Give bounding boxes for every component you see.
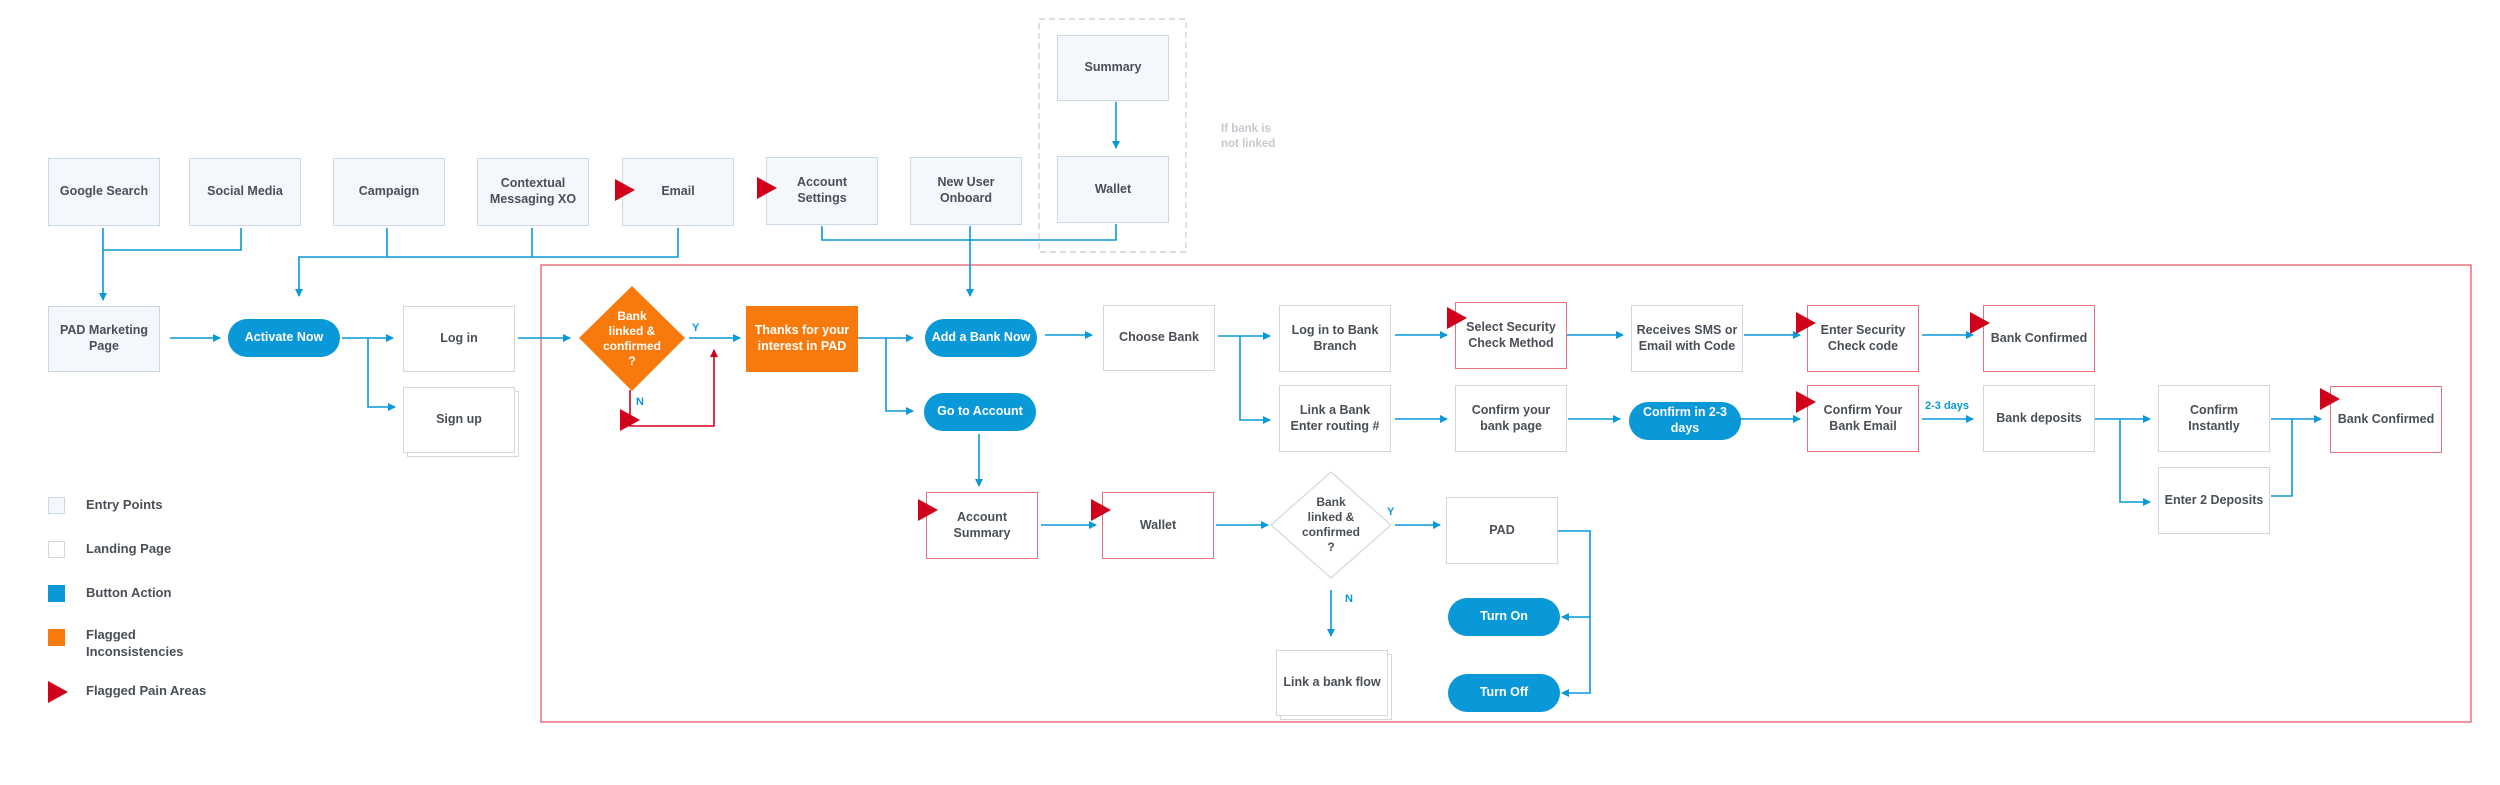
bank-confirmed-page-2: Bank Confirmed bbox=[2330, 386, 2442, 453]
bank-deposits-page: Bank deposits bbox=[1983, 385, 2095, 452]
legend-flagged-inconsistencies: Flagged Inconsistencies bbox=[86, 627, 184, 659]
legend-flagged-pain-areas: Flagged Pain Areas bbox=[86, 683, 207, 698]
wire-choose-link-bank bbox=[1239, 336, 1271, 424]
wire-account-settings bbox=[821, 224, 1117, 241]
legend-button-action: Button Action bbox=[86, 585, 172, 600]
legend-swatch-inconsistencies bbox=[48, 629, 65, 646]
wire-decision-no-loop bbox=[629, 349, 718, 427]
enter-2-deposits-page: Enter 2 Deposits bbox=[2158, 467, 2270, 534]
thanks-for-interest-page: Thanks for your interest in PAD bbox=[746, 306, 858, 372]
wire-thanks-goto bbox=[885, 338, 914, 415]
pain-flag-icon bbox=[1796, 391, 1816, 413]
pain-flag-icon bbox=[918, 499, 938, 521]
log-in-page: Log in bbox=[403, 306, 515, 372]
go-to-account-button[interactable]: Go to Account bbox=[924, 393, 1036, 431]
wire-email-activate bbox=[295, 228, 679, 297]
no-label-2: N bbox=[1345, 593, 1353, 605]
sign-up-page: Sign up bbox=[403, 387, 515, 453]
wire-enter2-confirmed bbox=[2271, 419, 2293, 497]
wire-pad-turnoff bbox=[1561, 617, 1591, 697]
legend-swatch-button bbox=[48, 585, 65, 602]
wire-social-marketing bbox=[103, 228, 242, 251]
pain-flag-icon bbox=[757, 177, 777, 199]
receives-sms-page: Receives SMS or Email with Code bbox=[1631, 305, 1743, 372]
pain-flag-icon bbox=[620, 409, 640, 431]
confirm-in-days-button[interactable]: Confirm in 2-3 days bbox=[1629, 402, 1741, 440]
confirm-instantly-page: Confirm Instantly bbox=[2158, 385, 2270, 452]
pain-flag-icon bbox=[615, 179, 635, 201]
pain-flag-icon bbox=[1447, 307, 1467, 329]
campaign-entry: Campaign bbox=[333, 158, 445, 226]
link-a-bank-routing-page: Link a Bank Enter routing # bbox=[1279, 385, 1391, 452]
if-bank-not-linked-note: If bank is not linked bbox=[1221, 123, 1276, 150]
enter-security-code-page: Enter Security Check code bbox=[1807, 305, 1919, 372]
unlinked-group-frame bbox=[1038, 18, 1187, 253]
log-in-to-bank-branch-page: Log in to Bank Branch bbox=[1279, 305, 1391, 372]
turn-off-button[interactable]: Turn Off bbox=[1448, 674, 1560, 712]
social-media-entry: Social Media bbox=[189, 158, 301, 226]
pain-flag-icon bbox=[1091, 499, 1111, 521]
wallet-page: Wallet bbox=[1102, 492, 1214, 559]
link-a-bank-flow-page: Link a bank flow bbox=[1276, 650, 1388, 716]
legend-pain-flag-icon bbox=[48, 681, 68, 703]
legend-landing-page: Landing Page bbox=[86, 541, 172, 556]
new-user-onboard-entry: New User Onboard bbox=[910, 157, 1022, 225]
yes-label-1: Y bbox=[692, 322, 700, 334]
decision-text-1: Bank linked & confirmed ? bbox=[602, 309, 661, 368]
decision-text-2: Bank linked & confirmed ? bbox=[1301, 495, 1360, 554]
wire-deposits-enter2 bbox=[2119, 419, 2151, 506]
wire-activate-signup bbox=[367, 338, 396, 411]
yes-label-2: Y bbox=[1387, 506, 1395, 518]
wallet-entry: Wallet bbox=[1057, 156, 1169, 223]
activate-now-button[interactable]: Activate Now bbox=[228, 319, 340, 357]
account-settings-entry: Account Settings bbox=[766, 157, 878, 225]
pain-flag-icon bbox=[1970, 312, 1990, 334]
legend-swatch-landing bbox=[48, 541, 65, 558]
contextual-messaging-entry: Contextual Messaging XO bbox=[477, 158, 589, 226]
pad-marketing-page: PAD Marketing Page bbox=[48, 306, 160, 372]
add-a-bank-now-button[interactable]: Add a Bank Now bbox=[925, 319, 1037, 357]
pain-flag-icon bbox=[2320, 388, 2340, 410]
wire-pad-turnon bbox=[1557, 530, 1591, 621]
scope-frame bbox=[540, 264, 2472, 723]
account-summary-page: Account Summary bbox=[926, 492, 1038, 559]
legend-entry-points: Entry Points bbox=[86, 497, 163, 512]
select-security-check-page: Select Security Check Method bbox=[1455, 302, 1567, 369]
decision-diamond-1 bbox=[579, 286, 685, 391]
choose-bank-page: Choose Bank bbox=[1103, 305, 1215, 371]
confirm-your-bank-email-page: Confirm Your Bank Email bbox=[1807, 385, 1919, 452]
decision-diamond-2 bbox=[1270, 471, 1392, 579]
legend-swatch-entry bbox=[48, 497, 65, 514]
email-entry: Email bbox=[622, 158, 734, 226]
summary-entry: Summary bbox=[1057, 35, 1169, 101]
pad-page: PAD bbox=[1446, 497, 1558, 564]
google-search-entry: Google Search bbox=[48, 158, 160, 226]
turn-on-button[interactable]: Turn On bbox=[1448, 598, 1560, 636]
confirm-your-bank-page: Confirm your bank page bbox=[1455, 385, 1567, 452]
pain-flag-icon bbox=[1796, 312, 1816, 334]
no-label-1: N bbox=[636, 396, 644, 408]
bank-confirmed-page-1: Bank Confirmed bbox=[1983, 305, 2095, 372]
two-three-days-label: 2-3 days bbox=[1925, 400, 1970, 412]
